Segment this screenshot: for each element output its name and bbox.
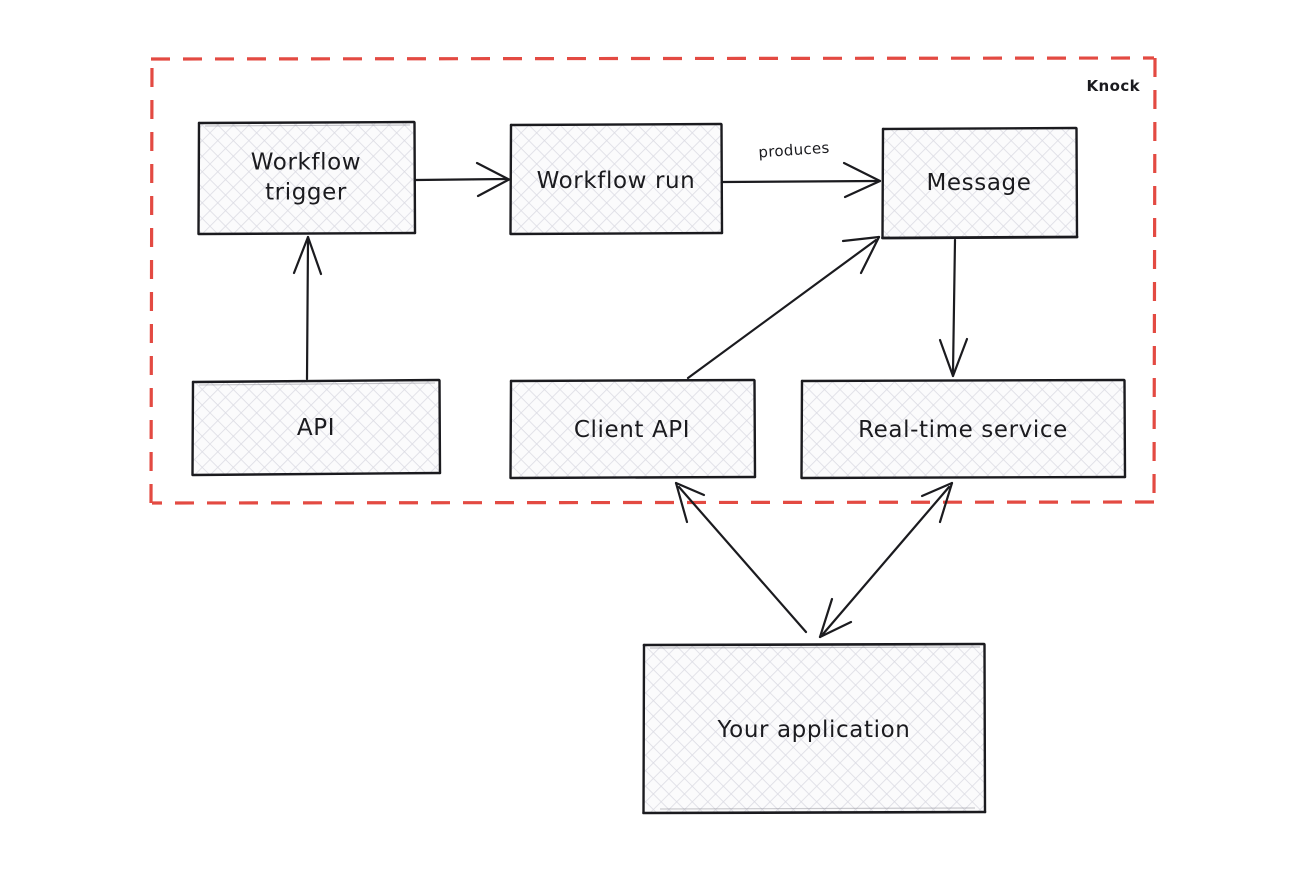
node-box-client-api[interactable] (509, 378, 757, 480)
edge-run-to-message (721, 161, 882, 199)
node-box-message[interactable] (881, 126, 1079, 240)
edge-message-to-real-time-service (938, 238, 969, 378)
node-box-real-time-service[interactable] (800, 378, 1127, 480)
knock-boundary (149, 56, 1157, 505)
node-box-api[interactable] (191, 378, 442, 477)
edge-client-api-to-message (686, 235, 881, 380)
edge-trigger-to-run (414, 161, 511, 198)
node-box-your-application[interactable] (642, 642, 987, 815)
edge-api-to-trigger (292, 235, 323, 381)
edge-your-application-to-real-time-service (818, 481, 954, 639)
edge-your-application-to-client-api (674, 481, 808, 634)
node-box-workflow-trigger[interactable] (197, 120, 417, 236)
node-box-workflow-run[interactable] (509, 122, 724, 236)
